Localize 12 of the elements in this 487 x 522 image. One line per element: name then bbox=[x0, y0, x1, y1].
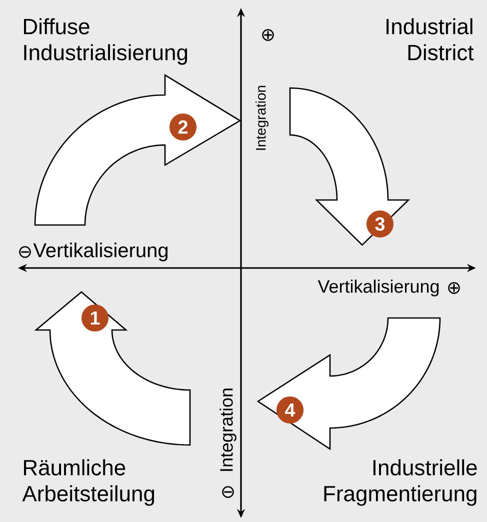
sign-symbol: ⊖ bbox=[222, 486, 234, 498]
sign-symbol: ⊖ bbox=[19, 246, 31, 258]
quadrant-label: Diffuse Industrialisierung bbox=[24, 18, 188, 65]
axis-label: Integration bbox=[220, 388, 236, 471]
axis-label: Vertikalisierung bbox=[318, 280, 439, 296]
axis-label: Vertikalisierung bbox=[33, 242, 168, 262]
quadrant-label: Räumliche Arbeitsteilung bbox=[22, 459, 154, 506]
sign-symbol: ⊕ bbox=[448, 282, 460, 294]
quadrant-label: Industrial District bbox=[386, 18, 474, 60]
sign-symbol: ⊕ bbox=[262, 29, 274, 41]
quadrant-label: Industrielle Fragmentierung bbox=[324, 459, 477, 506]
axis-label: Integration bbox=[255, 86, 269, 150]
